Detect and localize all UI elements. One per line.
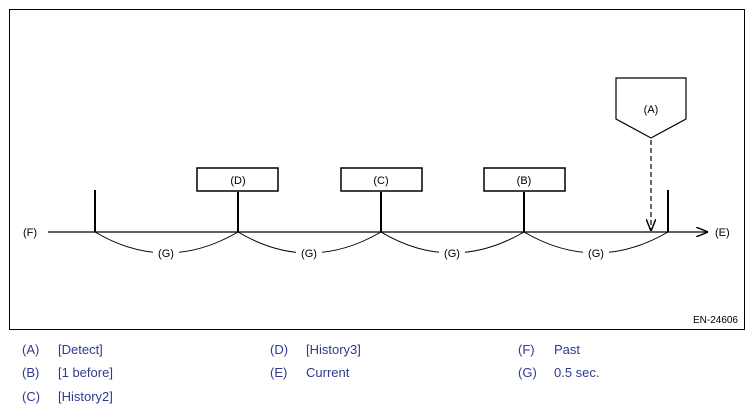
legend-item-c: (C) [History2] bbox=[22, 389, 113, 404]
legend-item-e: (E) Current bbox=[270, 365, 349, 380]
legend-item-d: (D) [History3] bbox=[270, 342, 361, 357]
legend-text: 0.5 sec. bbox=[554, 365, 600, 380]
label-b: (B) bbox=[517, 175, 532, 187]
legend-key: (D) bbox=[270, 342, 289, 357]
figure-code: EN-24606 bbox=[692, 315, 738, 326]
label-d: (D) bbox=[230, 175, 245, 187]
box-c: (C) bbox=[340, 167, 423, 192]
label-e: (E) bbox=[715, 227, 730, 239]
detect-marker: (A) bbox=[615, 77, 687, 139]
label-g-3: (G) bbox=[444, 248, 460, 260]
legend-key: (C) bbox=[22, 389, 41, 404]
legend-key: (A) bbox=[22, 342, 40, 357]
legend-text: [History3] bbox=[306, 342, 361, 357]
label-f: (F) bbox=[23, 227, 37, 239]
label-g-4: (G) bbox=[588, 248, 604, 260]
legend-text: [Detect] bbox=[58, 342, 103, 357]
box-d: (D) bbox=[196, 167, 279, 192]
timeline-diagram: (D) (C) (B) (A) (G) (G) (G) (G) (F) bbox=[23, 77, 730, 260]
label-a: (A) bbox=[644, 104, 659, 116]
diagram-frame: (D) (C) (B) (A) (G) (G) (G) (G) (F) bbox=[9, 9, 745, 330]
legend-key: (B) bbox=[22, 365, 40, 380]
legend-key: (G) bbox=[518, 365, 537, 380]
legend-text: [History2] bbox=[58, 389, 113, 404]
legend-item-g: (G) 0.5 sec. bbox=[518, 365, 600, 380]
legend-text: [1 before] bbox=[58, 365, 113, 380]
box-b: (B) bbox=[483, 167, 566, 192]
label-g-2: (G) bbox=[301, 248, 317, 260]
legend-item-f: (F) Past bbox=[518, 342, 580, 357]
legend-key: (E) bbox=[270, 365, 288, 380]
label-g-1: (G) bbox=[158, 248, 174, 260]
legend-item-a: (A) [Detect] bbox=[22, 342, 103, 357]
legend-text: Current bbox=[306, 365, 350, 380]
legend-item-b: (B) [1 before] bbox=[22, 365, 113, 380]
label-c: (C) bbox=[373, 175, 388, 187]
legend-text: Past bbox=[554, 342, 581, 357]
legend-key: (F) bbox=[518, 342, 535, 357]
